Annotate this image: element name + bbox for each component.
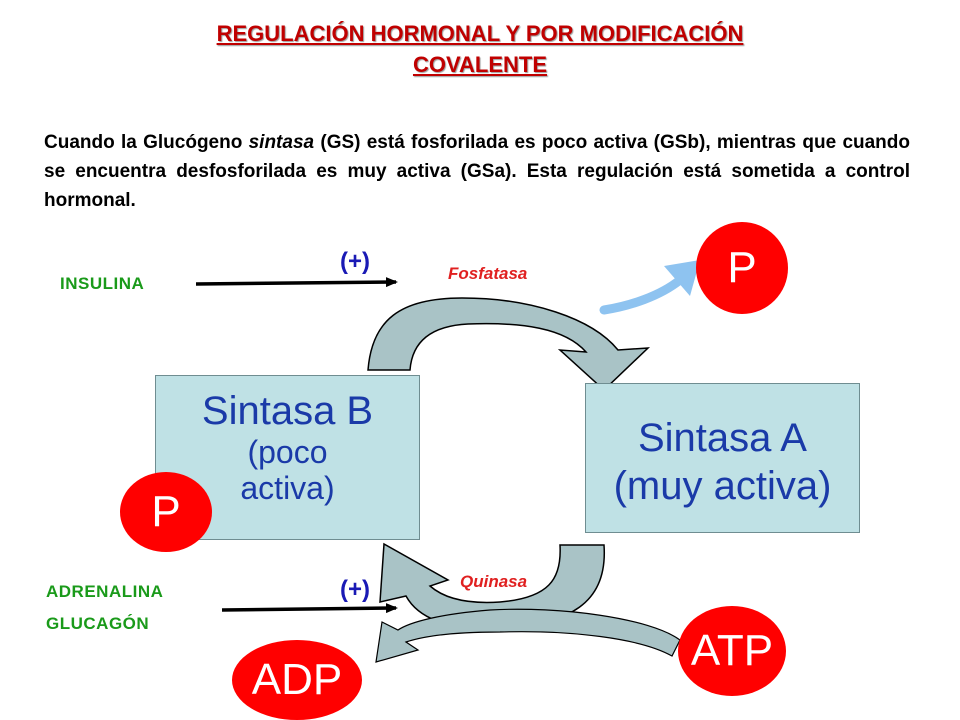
- title-line-1: REGULACIÓN HORMONAL Y POR MODIFICACIÓN: [216, 21, 744, 46]
- atp-circle: ATP: [678, 606, 786, 696]
- dephosphorylation-curved-arrow: [367, 297, 651, 392]
- phosphate-release-arrow: [599, 275, 685, 315]
- phosphatase-label: Fosfatasa: [448, 264, 528, 283]
- insulin-arrow: [195, 277, 398, 288]
- insulin-label: INSULINA: [60, 274, 145, 293]
- adp-release-curved-arrow: [375, 608, 681, 663]
- sintasa-a-box: Sintasa A (muy activa): [585, 383, 860, 533]
- sintasa-a-title: Sintasa A: [637, 416, 807, 460]
- sintasa-b-line3: activa): [240, 470, 335, 506]
- insulin-effect: (+): [340, 248, 370, 275]
- glucagon-label: GLUCAGÓN: [46, 614, 150, 633]
- adrenalin-arrow: [221, 603, 398, 614]
- adp-circle: ADP: [232, 640, 362, 720]
- kinase-label: Quinasa: [460, 572, 528, 591]
- title-line-2: COVALENTE: [412, 52, 548, 77]
- adrenalin-effect: (+): [340, 576, 370, 603]
- paragraph-italic-word: sintasa: [248, 132, 315, 153]
- phosphate-release-arrowhead: [664, 260, 700, 296]
- intro-paragraph: Cuando la Glucógeno sintasa (GS) está fo…: [44, 128, 910, 215]
- adrenalin-label: ADRENALINA: [46, 582, 164, 601]
- sintasa-a-line2: (muy activa): [613, 464, 832, 508]
- sintasa-b-title: Sintasa B: [201, 389, 374, 433]
- released-phosphate-circle: P: [696, 222, 788, 314]
- bound-phosphate-circle: P: [120, 472, 212, 552]
- paragraph-text-1: Cuando la Glucógeno: [44, 132, 249, 153]
- paragraph-text-2: (GS) está fosforilada es poco activa (GS…: [44, 132, 910, 211]
- page-title: REGULACIÓN HORMONAL Y POR MODIFICACIÓN C…: [80, 18, 880, 80]
- sintasa-b-line2: (poco: [247, 434, 328, 470]
